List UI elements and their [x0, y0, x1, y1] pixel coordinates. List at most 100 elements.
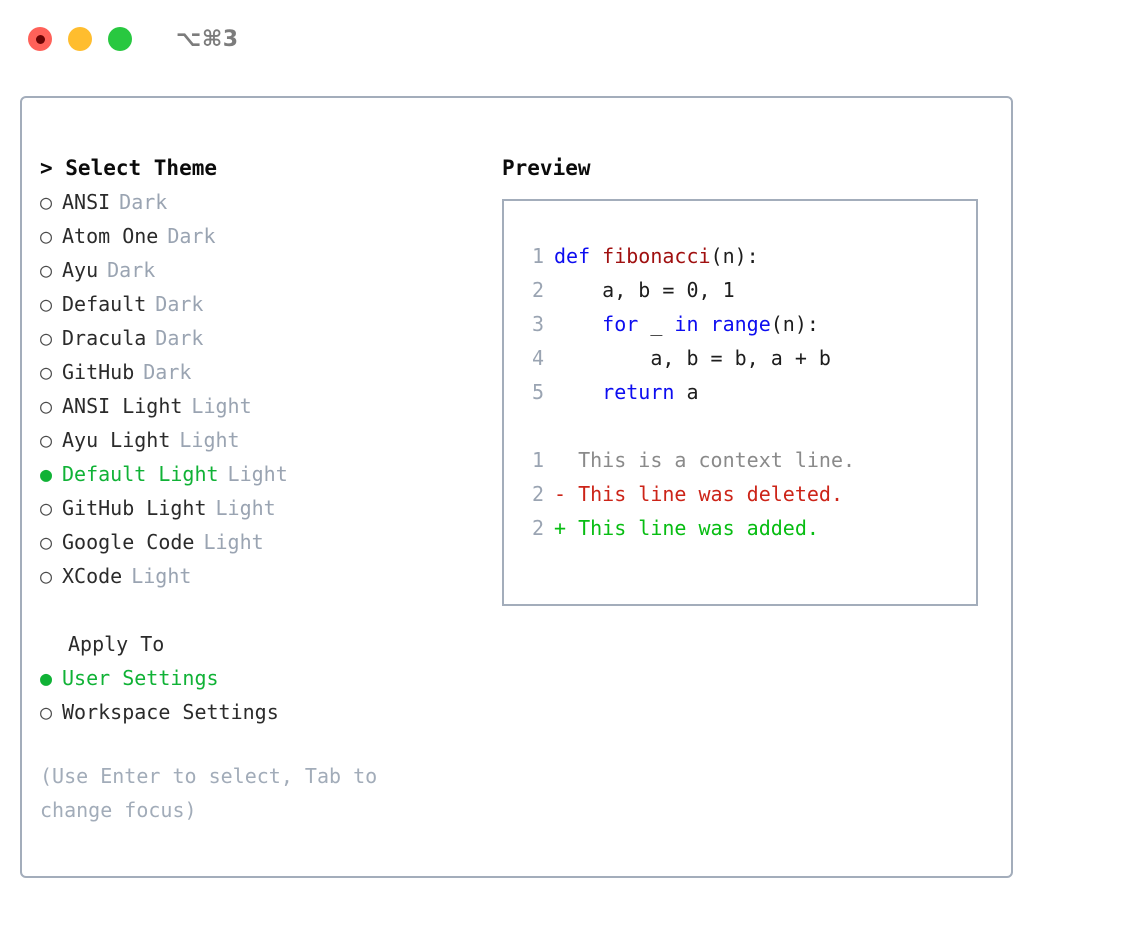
maximize-button[interactable]: [108, 27, 132, 51]
code-token: a, b = 0, 1: [554, 278, 735, 302]
theme-option-8[interactable]: ● Default Light Light: [40, 457, 480, 491]
theme-option-label: Google Code: [62, 530, 195, 554]
theme-option-7[interactable]: ○ Ayu Light Light: [40, 423, 480, 457]
window-titlebar: ⌥⌘3: [0, 0, 1140, 78]
code-token: return: [602, 380, 675, 404]
code-token: [554, 375, 602, 409]
keyboard-hint-text: (Use Enter to select, Tab to change focu…: [40, 764, 378, 822]
theme-variant-badge: Light: [191, 394, 252, 418]
code-diff-gap: [518, 409, 976, 443]
radio-unselected-icon: ○: [40, 700, 53, 724]
code-line-number: 1: [531, 244, 544, 268]
apply-to-option-0[interactable]: ●User Settings: [40, 661, 480, 695]
theme-option-label: Default Light: [62, 462, 219, 486]
theme-option-label: Ayu Light: [62, 428, 171, 452]
theme-variant-badge: Dark: [155, 292, 204, 316]
radio-unselected-icon: ○: [40, 258, 53, 282]
theme-variant-badge: Dark: [119, 190, 168, 214]
select-theme-heading: > Select Theme: [40, 156, 218, 180]
radio-unselected-icon: ○: [40, 292, 53, 316]
code-token: (n):: [710, 244, 759, 268]
section-gap: [40, 593, 480, 627]
radio-unselected-icon: ○: [40, 360, 53, 384]
theme-option-10[interactable]: ○ Google Code Light: [40, 525, 480, 559]
diff-sign: -: [554, 482, 567, 506]
code-token: in range: [674, 312, 771, 336]
apply-to-option-1[interactable]: ○Workspace Settings: [40, 695, 480, 729]
theme-option-3[interactable]: ○ Default Dark: [40, 287, 480, 321]
radio-selected-icon: ●: [40, 462, 53, 486]
code-line-number: 3: [531, 312, 544, 336]
apply-to-list: ●User Settings○Workspace Settings: [40, 661, 480, 729]
diff-line-number: 1: [531, 448, 544, 472]
diff-line-added: 2 + This line was added.: [518, 511, 976, 545]
record-dot-icon: [35, 34, 45, 44]
theme-option-0[interactable]: ○ ANSI Dark: [40, 185, 480, 219]
code-token: _: [638, 312, 675, 336]
diff-line-number: 2: [531, 482, 544, 506]
code-line: 3 for _ in range(n):: [518, 307, 976, 341]
theme-option-label: Ayu: [62, 258, 99, 282]
theme-option-label: XCode: [62, 564, 123, 588]
diff-line-number: 2: [531, 516, 544, 540]
diff-sign: [554, 443, 566, 477]
theme-option-4[interactable]: ○ Dracula Dark: [40, 321, 480, 355]
code-token: def: [554, 244, 603, 268]
diff-line-context: 1 This is a context line.: [518, 443, 976, 477]
code-token: for: [602, 312, 639, 336]
theme-option-label: GitHub Light: [62, 496, 207, 520]
theme-variant-badge: Light: [227, 462, 288, 486]
theme-variant-badge: Dark: [107, 258, 156, 282]
theme-variant-badge: Light: [131, 564, 192, 588]
code-line-number: 4: [531, 346, 544, 370]
minimize-button[interactable]: [68, 27, 92, 51]
code-token: (n):: [770, 312, 819, 336]
theme-option-label: ANSI: [62, 190, 111, 214]
code-token: a, b = b, a + b: [554, 346, 831, 370]
theme-option-label: ANSI Light: [62, 394, 183, 418]
code-line: 1 def fibonacci(n):: [518, 239, 976, 273]
theme-option-1[interactable]: ○ Atom One Dark: [40, 219, 480, 253]
keyboard-shortcut-label: ⌥⌘3: [176, 26, 239, 52]
radio-unselected-icon: ○: [40, 190, 53, 214]
theme-variant-badge: Dark: [167, 224, 216, 248]
radio-unselected-icon: ○: [40, 326, 53, 350]
radio-unselected-icon: ○: [40, 564, 53, 588]
code-token: fibonacci: [602, 244, 711, 268]
diff-sample: 1 This is a context line.2- This line wa…: [518, 443, 976, 545]
diff-line-deleted: 2- This line was deleted.: [518, 477, 976, 511]
radio-unselected-icon: ○: [40, 224, 53, 248]
theme-option-label: GitHub: [62, 360, 135, 384]
theme-variant-badge: Light: [215, 496, 276, 520]
theme-variant-badge: Light: [203, 530, 264, 554]
diff-text: This line was added.: [566, 516, 819, 540]
close-button[interactable]: [28, 27, 52, 51]
theme-option-9[interactable]: ○ GitHub Light Light: [40, 491, 480, 525]
preview-heading: Preview: [502, 156, 591, 180]
code-line: 4 a, b = b, a + b: [518, 341, 976, 375]
theme-variant-badge: Dark: [155, 326, 204, 350]
code-line-number: 2: [531, 278, 544, 302]
theme-option-2[interactable]: ○ Ayu Dark: [40, 253, 480, 287]
code-token: a: [674, 380, 699, 404]
diff-text: This line was deleted.: [566, 482, 843, 506]
radio-unselected-icon: ○: [40, 530, 53, 554]
radio-unselected-icon: ○: [40, 496, 53, 520]
code-line: 5 return a: [518, 375, 976, 409]
theme-variant-badge: Light: [179, 428, 240, 452]
theme-option-label: Atom One: [62, 224, 159, 248]
radio-unselected-icon: ○: [40, 428, 53, 452]
code-token: [554, 307, 602, 341]
theme-option-label: Dracula: [62, 326, 147, 350]
theme-option-label: Default: [62, 292, 147, 316]
diff-sign: +: [554, 516, 567, 540]
theme-option-11[interactable]: ○ XCode Light: [40, 559, 480, 593]
